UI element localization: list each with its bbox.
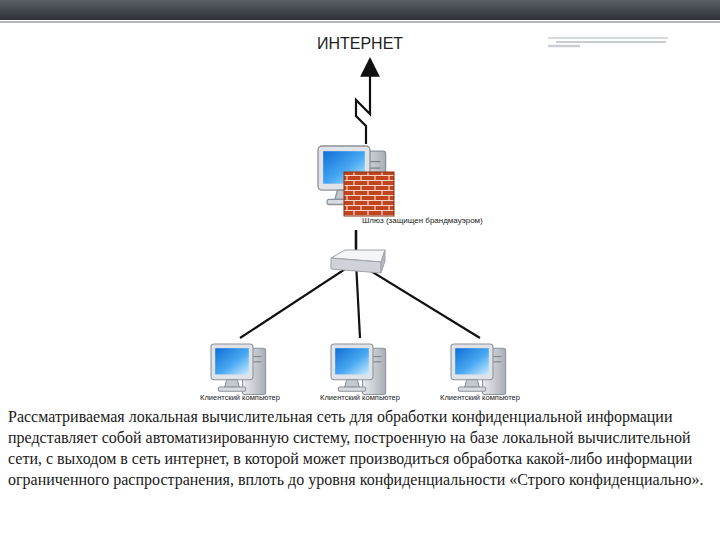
computer-icon [211,344,266,394]
node-label: Клиентский компьютер [195,393,285,402]
title-bar [0,0,720,20]
network-name: ИНТЕРНЕТ [300,35,420,53]
network-hub [331,250,385,273]
network-cloud-label: ИНТЕРНЕТ [300,34,420,56]
firewall-wall [344,172,394,216]
computer-icon [331,344,386,394]
corner-decor [548,38,668,46]
uplink-arrow [356,59,370,144]
title-rule [0,21,720,23]
computer-icons [211,146,506,394]
description-text: Рассматриваемая локальная вычислительная… [8,406,716,490]
network-cable [356,230,480,338]
node-label: Клиентский компьютер [435,393,525,402]
computer-node: Клиентский компьютер [315,338,405,404]
computer-node: Клиентский компьютер [435,338,525,404]
computer-node: Клиентский компьютер [195,338,285,404]
computer-icon [451,344,506,394]
node-label: Шлюз (защищен брандмауэром) [362,216,483,225]
node-label: Клиентский компьютер [315,393,405,402]
computer-node: Шлюз (защищен брандмауэром) [316,144,512,230]
network-cable [240,230,356,338]
